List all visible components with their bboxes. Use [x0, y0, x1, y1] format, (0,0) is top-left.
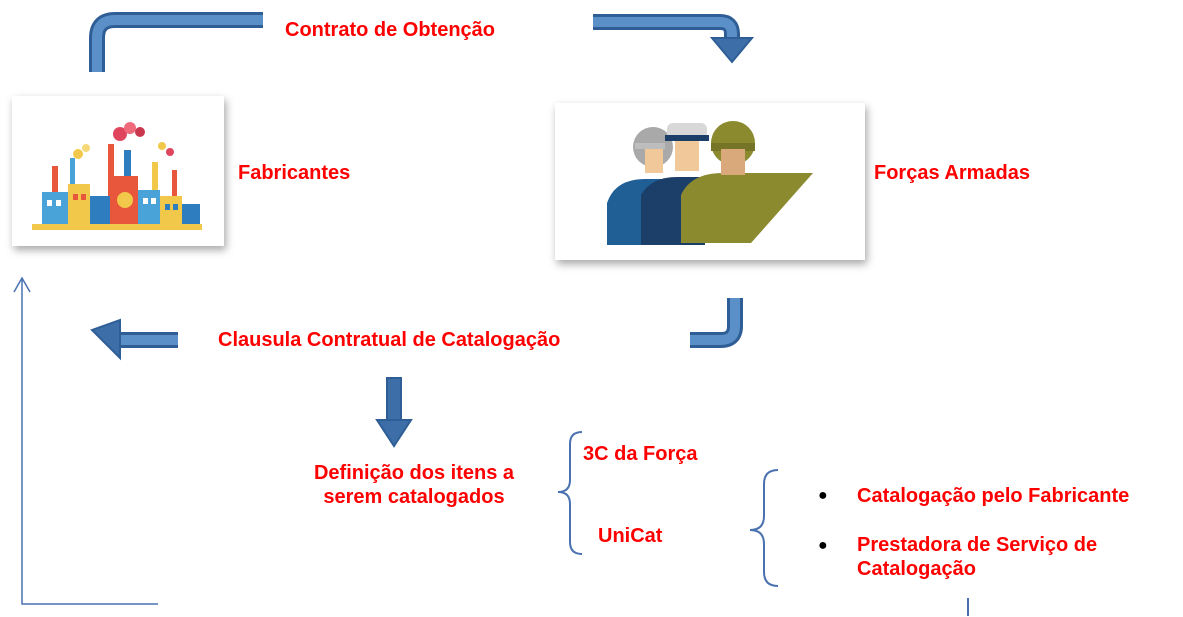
- option-3c-label: 3C da Força: [583, 443, 698, 465]
- bullet-icon: ●: [818, 487, 828, 504]
- catalog-option-service-provider-line-1: Prestadora de Serviço de: [857, 534, 1098, 556]
- catalog-option-service-provider: Prestadora de Serviço de Catalogação: [857, 533, 1097, 581]
- right-node-label: Forças Armadas: [874, 162, 1030, 184]
- clause-label: Clausula Contratual de Catalogação: [218, 329, 561, 351]
- armed-forces-card: [555, 103, 865, 260]
- factory-illustration-icon: [32, 122, 202, 230]
- armed-forces-illustration-icon: [607, 121, 813, 245]
- top-arrow-label: Contrato de Obtenção: [285, 19, 496, 41]
- option-unicat-label: UniCat: [598, 525, 663, 547]
- catalog-option-manufacturer: Catalogação pelo Fabricante: [857, 485, 1130, 507]
- down-arrow: [386, 377, 402, 423]
- bullet-icon: ●: [818, 537, 828, 554]
- left-node-label: Fabricantes: [238, 162, 351, 184]
- catalog-option-service-provider-line-2: Catalogação: [857, 558, 976, 580]
- options-brace: [557, 431, 583, 555]
- catalog-brace: [749, 469, 779, 587]
- top-arrow-tail: [89, 12, 263, 72]
- definition-label-line-1: Definição dos itens a: [313, 462, 515, 484]
- definition-label-line-2: serem catalogados: [323, 486, 505, 508]
- definition-label: Definição dos itens a serem catalogados: [296, 461, 532, 509]
- return-line: [21, 278, 158, 605]
- factory-card: [12, 96, 224, 246]
